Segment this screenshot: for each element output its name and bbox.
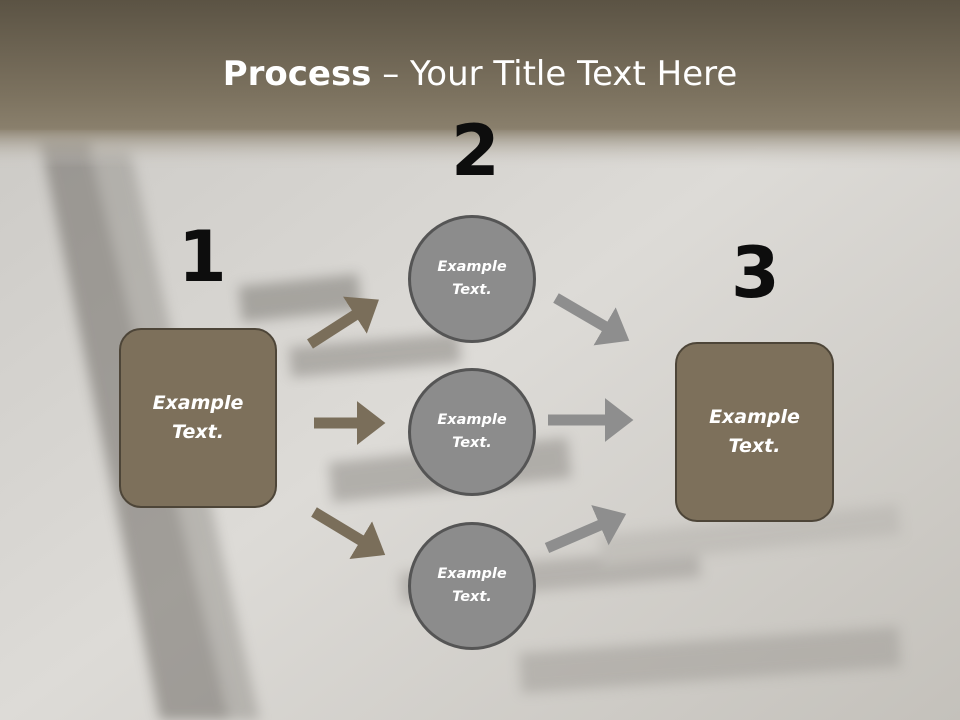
title-bold: Process bbox=[222, 54, 372, 94]
slide-title: Process – Your Title Text Here bbox=[0, 52, 960, 96]
left-box-line2: Text. bbox=[172, 421, 224, 443]
circle-bottom-line2: Text. bbox=[452, 589, 492, 605]
circle-middle-line1: Example bbox=[437, 412, 507, 428]
arrow-left-to-top bbox=[307, 296, 379, 349]
step-number-1: 1 bbox=[178, 216, 227, 298]
step-number-2: 2 bbox=[451, 110, 500, 192]
circle-middle: Example Text. bbox=[408, 368, 536, 496]
circle-top-line2: Text. bbox=[452, 282, 492, 298]
circle-top-line1: Example bbox=[437, 259, 507, 275]
circle-middle-line2: Text. bbox=[452, 435, 492, 451]
right-text-box: Example Text. bbox=[675, 342, 834, 522]
right-box-line2: Text. bbox=[728, 435, 781, 457]
step-number-3: 3 bbox=[731, 232, 780, 314]
left-text-box: Example Text. bbox=[119, 328, 277, 508]
circle-bottom: Example Text. bbox=[408, 522, 536, 650]
left-box-line1: Example bbox=[152, 392, 244, 414]
arrow-left-to-bottom bbox=[311, 507, 386, 560]
arrow-bottom-to-right bbox=[544, 505, 627, 554]
circle-top: Example Text. bbox=[408, 215, 536, 343]
arrow-top-to-right bbox=[553, 293, 630, 346]
circle-bottom-line1: Example bbox=[437, 566, 507, 582]
right-box-line1: Example bbox=[709, 406, 800, 428]
title-rest: – Your Title Text Here bbox=[371, 54, 738, 94]
